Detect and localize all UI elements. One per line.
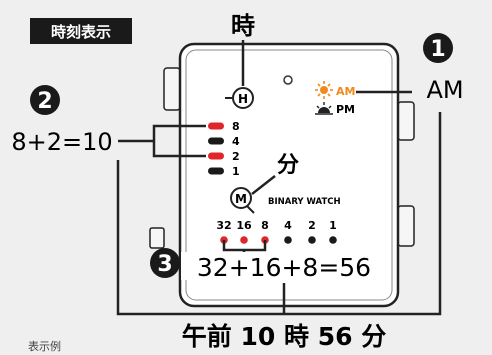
sun-icon	[315, 81, 333, 99]
marker-3-label: 3	[157, 252, 172, 277]
minute-led-label: 32	[216, 219, 231, 232]
left-bottom-clip	[149, 227, 165, 249]
minute-led-2	[308, 236, 316, 244]
minute-led-label: 4	[284, 219, 292, 232]
hour-button-label: H	[238, 92, 248, 106]
hour-led-2	[208, 152, 224, 160]
hour-led-4	[208, 137, 224, 145]
result-connector	[116, 112, 442, 316]
hour-led-label: 2	[232, 150, 240, 163]
minute-led-label: 16	[236, 219, 252, 232]
minute-led-label: 8	[261, 219, 269, 232]
big-am-label: AM	[426, 76, 463, 104]
minute-equation-bg	[181, 252, 389, 280]
minute-button[interactable]	[230, 187, 252, 209]
marker-2	[30, 85, 60, 115]
hour-led-label: 1	[232, 165, 240, 178]
minute-button-label: M	[235, 192, 247, 206]
am-indicator-label: AM	[336, 85, 355, 98]
marker-1-label: 1	[430, 37, 445, 62]
minute-led-label: 1	[329, 219, 337, 232]
hour-led-1	[208, 167, 224, 175]
marker-2-label: 2	[37, 89, 52, 114]
hour-led-column: 8 4 2 1	[208, 120, 240, 178]
minute-label: 分	[277, 153, 299, 178]
minute-led-1	[329, 236, 337, 244]
result-bg	[150, 318, 420, 352]
title-badge-text: 時刻表示	[51, 23, 111, 41]
marker-3	[150, 248, 180, 278]
minute-equation: 32+16+8=56	[197, 253, 371, 282]
minute-led-16	[240, 236, 248, 244]
title-badge	[30, 18, 132, 44]
minute-pointer	[251, 175, 276, 195]
caption: 表示例	[28, 339, 61, 353]
pm-indicator-label: PM	[336, 103, 355, 116]
minute-button-stem	[246, 205, 255, 214]
minute-led-4	[284, 236, 292, 244]
sunset-icon	[315, 102, 333, 115]
marker-1	[423, 33, 453, 63]
binary-watch-label: BINARY WATCH	[268, 197, 341, 207]
minute-led-label: 2	[308, 219, 316, 232]
right-top-clip	[397, 101, 415, 141]
left-top-clip	[163, 67, 181, 111]
right-bottom-clip	[397, 205, 415, 247]
hour-label: 時	[231, 12, 255, 40]
hour-led-label: 4	[232, 135, 240, 148]
hour-equation: 8+2=10	[11, 128, 112, 156]
hour-led-8	[208, 122, 224, 130]
watch-body	[178, 42, 400, 308]
result-time: 午前 10 時 56 分	[182, 322, 386, 351]
hour-button[interactable]	[232, 87, 254, 109]
watch-inner-border	[185, 49, 393, 301]
hour-led-label: 8	[232, 120, 240, 133]
light-sensor	[283, 75, 293, 85]
